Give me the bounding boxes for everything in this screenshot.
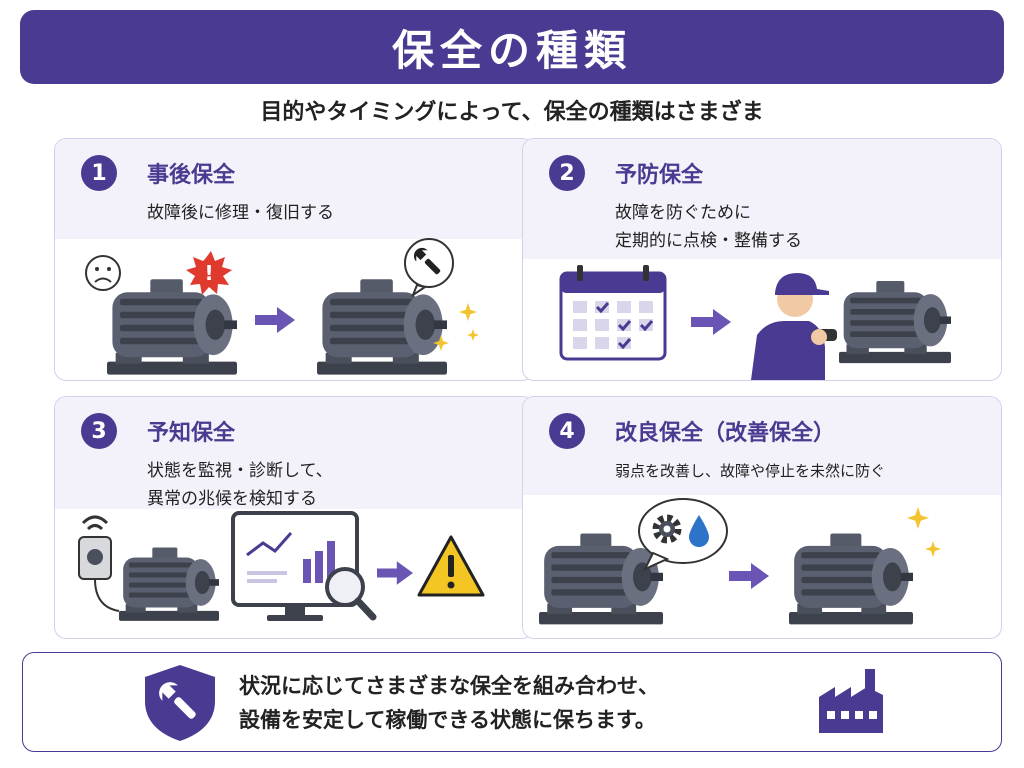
gear-drop-speech-bubble xyxy=(638,498,728,572)
card-description-line: 故障を防ぐために xyxy=(615,203,751,223)
card-title: 事後保全 xyxy=(147,163,236,188)
summary-text: 状況に応じてさまざまな保全を組み合わせ、 設備を安定して稼働できる状態に保ちます… xyxy=(239,669,659,737)
factory-icon xyxy=(819,669,883,733)
broken-motor-icon xyxy=(107,279,237,375)
card-illustration xyxy=(78,511,485,621)
sparkle-icon xyxy=(459,303,477,321)
card-number-badge: 2 xyxy=(549,155,585,191)
arrow-right-icon xyxy=(377,561,413,585)
arrow-right-icon xyxy=(729,563,769,589)
card-description: 故障後に修理・復旧する xyxy=(147,199,334,227)
card-number-badge: 1 xyxy=(81,155,117,191)
sparkle-icon xyxy=(925,541,941,557)
page-title: 保全の種類 xyxy=(391,25,632,75)
card-improvement-maintenance: 4 改良保全（改善保全） 弱点を改善し、故障や停止を未然に防ぐ xyxy=(522,396,1002,639)
card-header xyxy=(523,397,1001,495)
card-title: 改良保全（改善保全） xyxy=(615,421,836,446)
card-illustration xyxy=(539,498,941,625)
card-description-line: 故障後に修理・復旧する xyxy=(147,203,334,223)
summary-line: 状況に応じてさまざまな保全を組み合わせ、 xyxy=(239,674,659,698)
drop-icon xyxy=(689,515,709,547)
svg-text:!: ! xyxy=(204,261,213,285)
wrench-speech-bubble xyxy=(404,238,454,298)
alert-burst-icon: ! xyxy=(186,251,232,295)
card-predictive-maintenance: 3 予知保全 状態を監視・診断して、 異常の兆候を検知する xyxy=(54,396,534,639)
motor-icon xyxy=(839,281,951,364)
shield-wrench-icon xyxy=(145,665,215,741)
card-preventive-maintenance: 2 予防保全 故障を防ぐために 定期的に点検・整備する xyxy=(522,138,1002,381)
page-subtitle: 目的やタイミングによって、保全の種類はさまざま xyxy=(260,100,764,125)
improved-motor-icon xyxy=(789,533,913,625)
card-header xyxy=(55,397,533,509)
summary-line: 設備を安定して稼働できる状態に保ちます。 xyxy=(239,708,656,732)
repaired-motor-icon xyxy=(317,279,447,375)
gear-icon xyxy=(652,514,682,544)
magnifier-icon xyxy=(325,567,377,621)
card-description-line: 異常の兆候を検知する xyxy=(147,489,317,509)
card-description-line: 弱点を改善し、故障や停止を未然に防ぐ xyxy=(615,462,886,480)
card-description: 弱点を改善し、故障や停止を未然に防ぐ xyxy=(615,457,885,485)
calendar-icon xyxy=(559,265,667,361)
sparkle-icon xyxy=(467,329,479,341)
card-header xyxy=(523,139,1001,259)
title-banner: 保全の種類 xyxy=(20,10,1004,84)
sparkle-icon xyxy=(907,507,929,529)
card-description-line: 定期的に点検・整備する xyxy=(615,231,802,251)
card-description: 状態を監視・診断して、 異常の兆候を検知する xyxy=(147,457,333,513)
wifi-sensor-icon xyxy=(78,515,120,612)
technician-icon xyxy=(751,273,837,380)
motor-icon xyxy=(119,547,219,621)
card-illustration: ! xyxy=(85,238,479,375)
card-illustration xyxy=(559,265,951,380)
warning-icon xyxy=(417,535,485,597)
arrow-right-icon xyxy=(691,309,731,335)
card-description-line: 状態を監視・診断して、 xyxy=(147,461,333,481)
card-description: 故障を防ぐために 定期的に点検・整備する xyxy=(615,199,802,255)
card-number-badge: 3 xyxy=(81,413,117,449)
card-header xyxy=(55,139,533,239)
card-title: 予知保全 xyxy=(147,421,236,446)
sad-face-icon xyxy=(85,255,121,291)
summary-box: 状況に応じてさまざまな保全を組み合わせ、 設備を安定して稼働できる状態に保ちます… xyxy=(22,652,1002,752)
card-title: 予防保全 xyxy=(615,163,704,188)
card-corrective-maintenance: 1 事後保全 故障後に修理・復旧する ! xyxy=(54,138,534,381)
card-number-badge: 4 xyxy=(549,413,585,449)
wrench-icon xyxy=(413,247,441,275)
arrow-right-icon xyxy=(255,307,295,333)
